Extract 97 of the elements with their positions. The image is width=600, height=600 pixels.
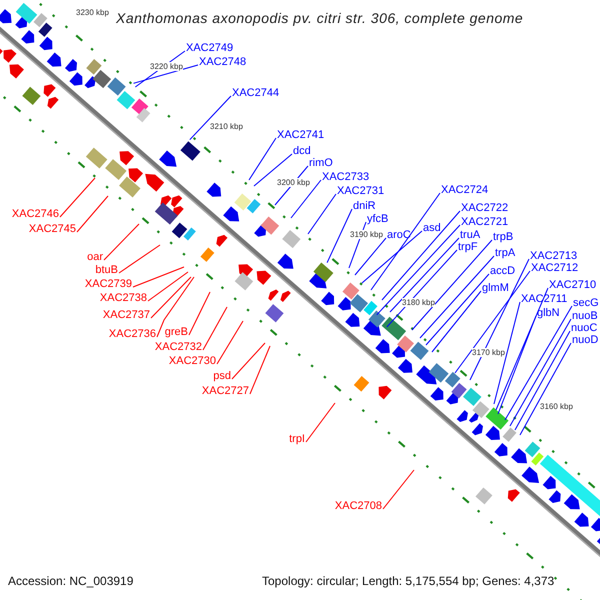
leader-line [250,346,270,394]
leader-line [156,276,194,338]
leader-line [432,290,482,352]
leader-line [426,274,490,346]
leader-line [76,196,108,232]
gene-label: secG [573,297,599,309]
leader-line [412,240,492,330]
leader-line [150,276,192,318]
gene-label: XAC2732 [154,341,202,353]
gene-label: glmM [482,282,509,294]
map-title: Xanthomonas axonopodis pv. citri str. 306, complete genome [116,10,524,26]
leader-line [118,244,160,274]
leader-line [60,178,96,218]
gene-label: nuoC [571,322,598,334]
leader-line [189,96,232,140]
axis-tick-label: 3170 kbp [472,348,505,357]
leader-line [520,342,572,436]
gene-label: asd [423,222,441,234]
gene-label: XAC2710 [549,279,596,291]
gene-label: nuoB [572,310,598,322]
leader-line [306,402,336,442]
gene-label: XAC2730 [168,355,216,367]
leader-line [254,154,292,186]
leader-line [376,224,460,316]
gene-label: XAC2741 [277,129,324,141]
gene-label: XAC2749 [186,42,234,54]
gene-label: psd [213,370,231,382]
gene-label: truA [460,229,480,241]
axis-tick-label: 3220 kbp [150,62,183,71]
gene-label: accD [490,265,516,277]
gene-label: XAC2731 [337,185,384,197]
footer-note: Topology: circular; Length: 5,175,554 bp; Genes: 4,373 [262,575,554,587]
axis-tick-label: 3200 kbp [277,178,310,187]
gene-label: XAC2727 [202,385,249,397]
gene-label: XAC2721 [461,216,508,228]
gene-label: trpB [493,231,514,243]
leader-line [148,272,188,302]
gene-label: rimO [309,157,333,169]
gene-label: nuoD [572,334,598,346]
gene-label: trpF [458,241,478,253]
leader-line [454,270,530,374]
leader-line [290,180,322,218]
gene-label: XAC2739 [84,278,132,290]
leader-line [382,210,460,300]
gene-label: trpA [495,247,516,259]
gene-label: XAC2738 [100,292,147,304]
leader-line [494,302,520,404]
leader-line [354,238,386,276]
leader-line [104,224,140,260]
gene-label: XAC2708 [334,500,382,512]
gene-label: XAC2737 [102,309,150,321]
leader-line [498,316,536,414]
leader-line [188,292,210,336]
gene-label: XAC2722 [461,202,508,214]
gene-label: btuB [95,264,118,276]
gene-label: XAC2733 [322,171,370,183]
leader-line [133,64,198,84]
gene-label: glbN [537,307,560,319]
leader-line [514,330,570,430]
leader-line [504,306,572,420]
axis-tick-label: 3160 kbp [540,402,573,411]
leader-line [470,258,530,380]
leader-line [390,238,460,312]
axis-tick-label: 3180 kbp [402,298,435,307]
leader-line [510,318,572,426]
axis-tick-label: 3230 kbp [76,8,109,17]
gene-label: XAC2744 [232,87,280,99]
leader-line [202,306,228,350]
gene-label: greB [164,326,188,338]
leader-line [308,194,336,234]
leader-line [362,230,422,284]
gene-label: XAC2712 [531,262,578,274]
gene-label: XAC2745 [28,223,76,235]
gene-label: XAC2736 [108,328,156,340]
gene-label: XAC2713 [530,250,578,262]
leader-line [386,250,458,328]
footer-note: Accession: NC_003919 [8,575,134,587]
leader-line [382,470,414,510]
leader-line [420,256,494,338]
leader-line [326,208,352,264]
leader-line [370,192,440,290]
axis-tick-label: 3190 kbp [350,230,383,239]
gene-label: oar [87,251,103,263]
leader-line [248,138,276,180]
gene-label: XAC2724 [441,184,488,196]
gene-label: XAC2748 [199,56,246,68]
leader-line [132,266,184,288]
gene-label: aroC [387,229,411,241]
gene-label: XAC2746 [12,208,59,220]
gene-label: trpI [289,433,305,445]
leader-line [232,342,266,380]
gene-label: dcd [293,145,311,157]
gene-label: yfcB [367,213,388,225]
gene-label: dniR [353,200,376,212]
axis-tick-label: 3210 kbp [210,122,243,131]
leader-line [216,320,244,364]
leader-line [496,288,548,410]
